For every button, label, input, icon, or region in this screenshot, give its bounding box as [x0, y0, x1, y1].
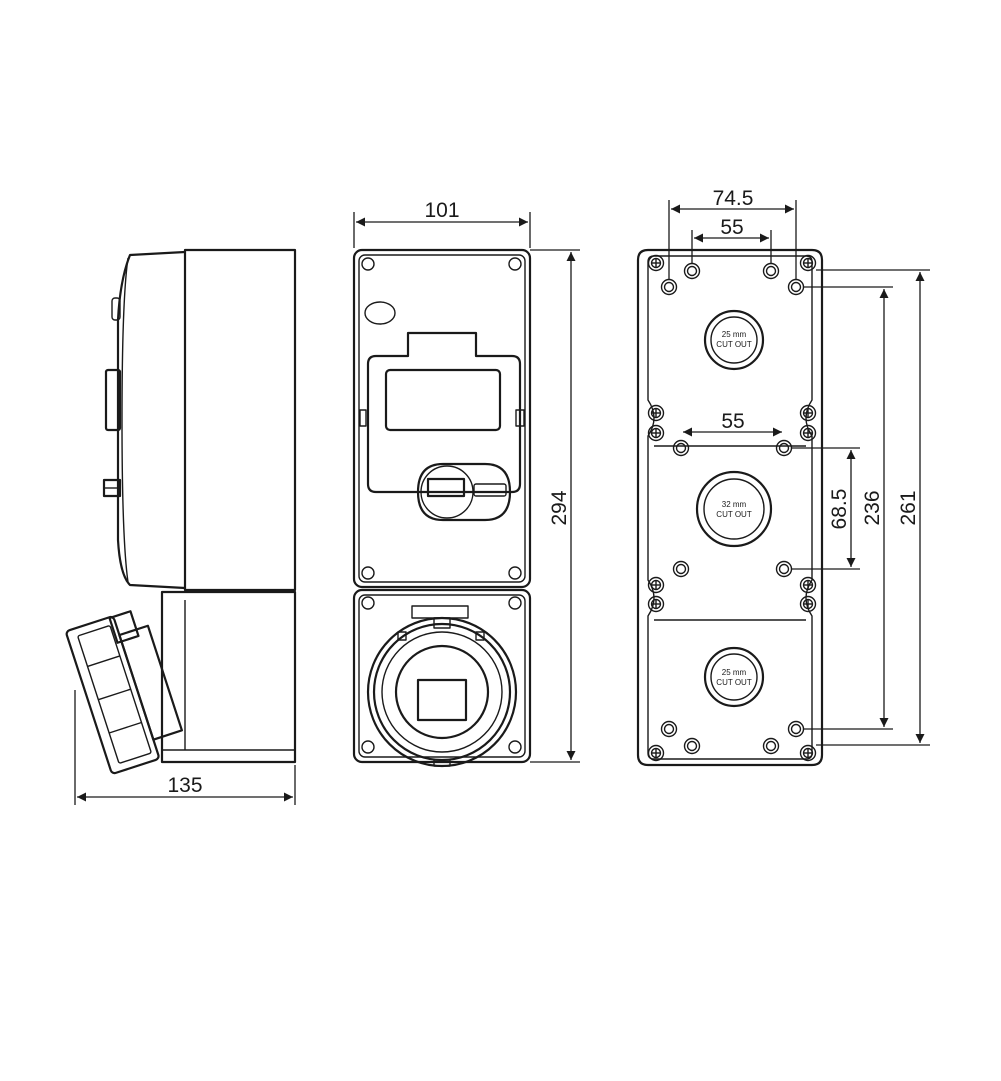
dim-back-inner-height: 236 [861, 490, 884, 525]
dim-back-top-outer: 74.5 [713, 187, 754, 210]
dim-front-height: 294 [548, 490, 571, 525]
dim-back-middle-horizontal: 55 [721, 410, 744, 433]
cutout-bottom-label: CUT OUT [716, 678, 752, 687]
dim-front-width: 101 [424, 199, 459, 222]
front-view: 101 294 [352, 199, 580, 768]
cutout-middle-size: 32 mm [722, 500, 747, 509]
dim-back-middle-vertical: 68.5 [828, 489, 851, 530]
dim-back-top-inner: 55 [720, 216, 743, 239]
side-view: 135 [65, 248, 297, 805]
back-view: 25 mm CUT OUT 32 mm CUT OUT 25 mm CUT OU… [636, 187, 930, 767]
cutout-middle-label: CUT OUT [716, 510, 752, 519]
cutout-top-label: CUT OUT [716, 340, 752, 349]
dim-back-outer-height: 261 [897, 490, 920, 525]
cutout-top-size: 25 mm [722, 330, 747, 339]
cutout-bottom-size: 25 mm [722, 668, 747, 677]
dim-side-width: 135 [167, 774, 202, 797]
